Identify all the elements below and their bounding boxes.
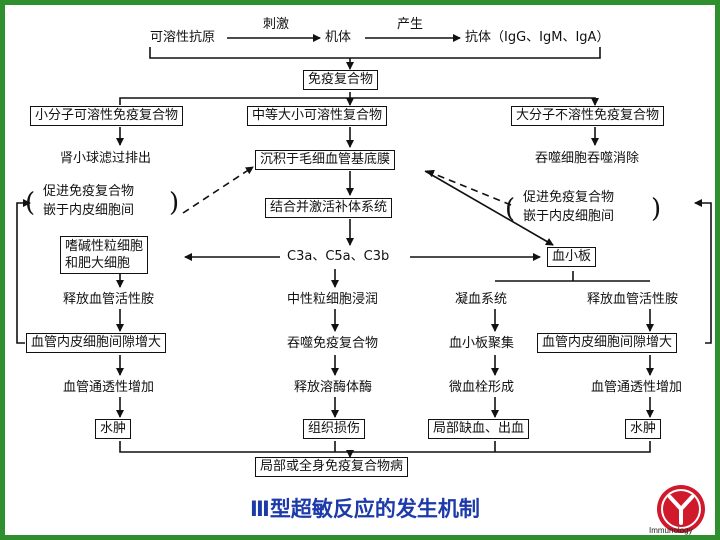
complement-box: 结合并激活补体系统	[265, 198, 393, 218]
basophil-mast-cell-box: 嗜碱性粒细胞 和肥大细胞	[60, 236, 149, 274]
large-complex-box: 大分子不溶性免疫复合物	[511, 106, 665, 126]
right-paren-left-group: )	[169, 188, 180, 218]
col4-endothelial-gap-box: 血管内皮细胞间隙增大	[537, 333, 678, 353]
col3-ischemia-box: 局部缺血、出血	[428, 419, 530, 439]
right-paren: )	[651, 194, 662, 224]
promote-right-line2: 嵌于内皮细胞间	[523, 209, 615, 224]
basophil-line1: 嗜碱性粒细胞	[65, 239, 144, 254]
col2-phagocytose: 吞噬免疫复合物	[287, 336, 379, 351]
col3-coagulation: 凝血系统	[455, 292, 508, 307]
col4-permeability: 血管通透性增加	[591, 380, 683, 395]
produce-label: 产生	[397, 17, 424, 32]
promote-right-line1: 促进免疫复合物	[523, 190, 615, 205]
immune-complex-box: 免疫复合物	[303, 70, 379, 90]
logo-text: Immunology	[649, 526, 693, 535]
col2-lysosomal-enzyme: 释放溶酶体酶	[294, 380, 373, 395]
stimulus-label: 刺激	[263, 17, 290, 32]
medium-complex-box: 中等大小可溶性复合物	[247, 106, 388, 126]
col2-tissue-damage-box: 组织损伤	[303, 419, 366, 439]
col1-permeability: 血管通透性增加	[63, 380, 155, 395]
col1-edema-box: 水肿	[95, 419, 132, 439]
immune-complex-disease-box: 局部或全身免疫复合物病	[255, 457, 409, 477]
phagocyte-clearance-label: 吞噬细胞吞噬消除	[535, 151, 640, 166]
slide-title: Ⅲ型超敏反应的发生机制	[250, 497, 480, 521]
platelet-box: 血小板	[547, 247, 597, 267]
body-label: 机体	[325, 30, 352, 45]
promote-left-line1: 促进免疫复合物	[43, 184, 135, 199]
col1-release-amine: 释放血管活性胺	[63, 292, 155, 307]
promote-left-line2: 嵌于内皮细胞间	[43, 203, 135, 218]
deposit-box: 沉积于毛细血管基底膜	[255, 150, 396, 170]
antibody-label: 抗体（IgG、IgM、IgA）	[465, 30, 610, 45]
basophil-line2: 和肥大细胞	[65, 256, 131, 271]
immunology-logo-icon	[657, 485, 705, 533]
left-paren: (	[25, 188, 36, 218]
col3-microthrombus: 微血栓形成	[449, 380, 515, 395]
col3-platelet-aggregation: 血小板聚集	[449, 336, 515, 351]
col2-neutrophil: 中性粒细胞浸润	[287, 292, 379, 307]
renal-filtration-label: 肾小球滤过排出	[60, 151, 152, 166]
complement-products-label: C3a、C5a、C3b	[287, 249, 390, 264]
col1-endothelial-gap-box: 血管内皮细胞间隙增大	[26, 333, 167, 353]
flow-arrows	[16, 34, 712, 458]
col4-edema-box: 水肿	[625, 419, 662, 439]
antigen-label: 可溶性抗原	[150, 30, 216, 45]
left-paren-right-group: (	[505, 194, 516, 224]
col4-release-amine: 释放血管活性胺	[587, 292, 679, 307]
slide-canvas: 可溶性抗原 刺激 机体 产生 抗体（IgG、IgM、IgA） 免疫复合物 小分子…	[5, 5, 715, 535]
small-complex-box: 小分子可溶性免疫复合物	[30, 106, 184, 126]
